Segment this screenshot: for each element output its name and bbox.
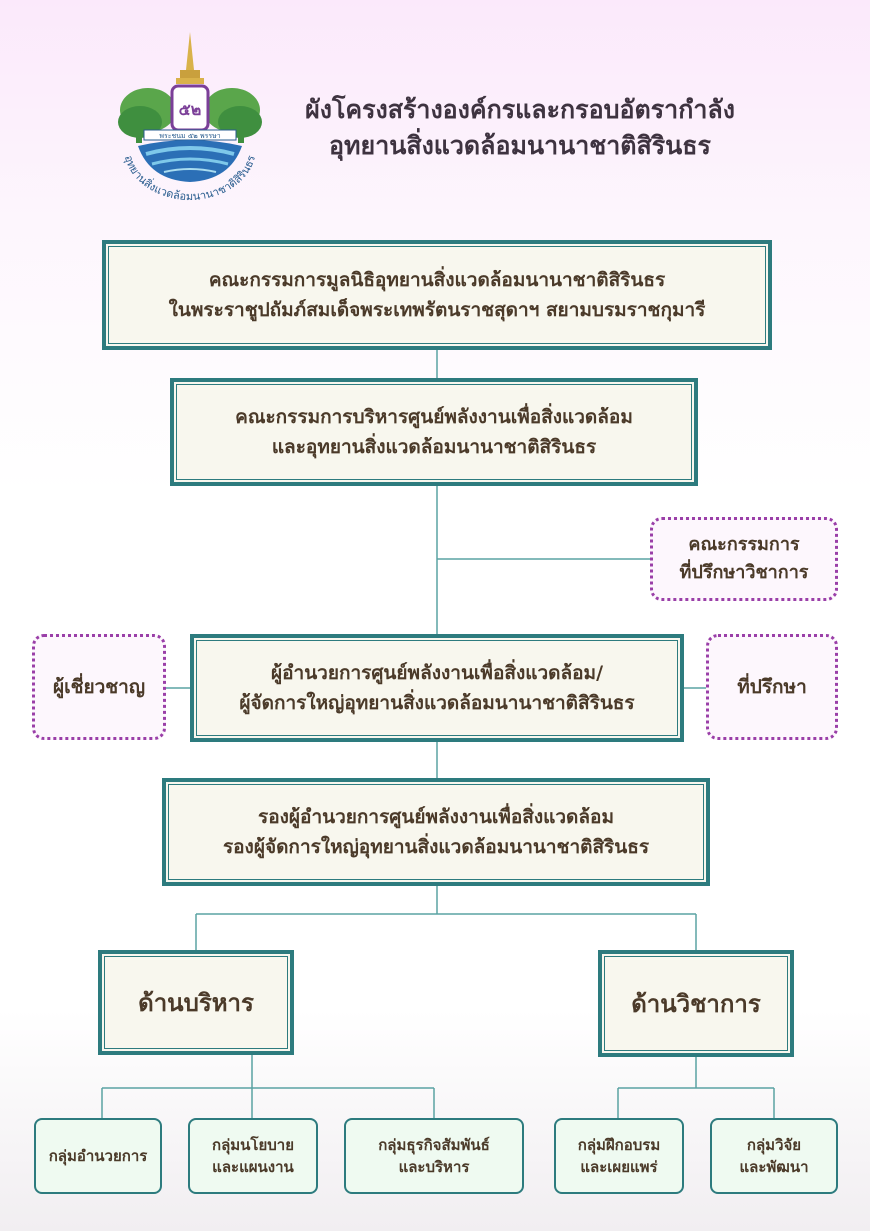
park-logo: ๕๒ พระชนม ๕๒ พรรษา อุทยานสิ่งแวดล้อมนานา… xyxy=(110,30,270,210)
group-3-line-1: กลุ่มธุรกิจสัมพันธ์ xyxy=(378,1136,490,1154)
director-box: ผู้อำนวยการศูนย์พลังงานเพื่อสิ่งแวดล้อม/… xyxy=(190,634,684,742)
advisor-box: ที่ปรึกษา xyxy=(706,634,838,740)
chart-title: ผังโครงสร้างองค์กรและกรอบอัตรากำลัง อุทย… xyxy=(260,92,780,164)
title-line-2: อุทยานสิ่งแวดล้อมนานาชาติสิรินธร xyxy=(329,131,711,160)
group-box-research-development: กลุ่มวิจัย และพัฒนา xyxy=(710,1118,838,1194)
group-1-line-1: กลุ่มอำนวยการ xyxy=(48,1147,148,1165)
group-5-line-1: กลุ่มวิจัย xyxy=(746,1136,802,1154)
expert-box: ผู้เชี่ยวชาญ xyxy=(32,634,166,740)
group-4-line-1: กลุ่มฝึกอบรม xyxy=(577,1136,661,1154)
executive-committee-line-2: และอุทยานสิ่งแวดล้อมนานาชาติสิรินธร xyxy=(271,436,597,458)
executive-committee-box: คณะกรรมการบริหารศูนย์พลังงานเพื่อสิ่งแวด… xyxy=(170,378,698,486)
foundation-committee-line-1: คณะกรรมการมูลนิธิอุทยานสิ่งแวดล้อมนานาชา… xyxy=(208,269,666,291)
deputy-director-line-2: รองผู้จัดการใหญ่อุทยานสิ่งแวดล้อมนานาชาต… xyxy=(222,836,650,858)
administration-label: ด้านบริหาร xyxy=(138,988,254,1017)
academic-advisory-line-1: คณะกรรมการ xyxy=(688,534,800,555)
foundation-committee-box: คณะกรรมการมูลนิธิอุทยานสิ่งแวดล้อมนานาชา… xyxy=(102,240,772,350)
academic-advisory-line-2: ที่ปรึกษาวิชาการ xyxy=(679,562,809,583)
title-line-1: ผังโครงสร้างองค์กรและกรอบอัตรากำลัง xyxy=(305,95,735,124)
academic-box: ด้านวิชาการ xyxy=(598,950,794,1057)
director-line-2: ผู้จัดการใหญ่อุทยานสิ่งแวดล้อมนานาชาติสิ… xyxy=(239,692,635,714)
logo-emblem-text: ๕๒ xyxy=(179,100,202,119)
group-5-line-2: และพัฒนา xyxy=(739,1158,809,1176)
foundation-committee-line-2: ในพระราชูปถัมภ์สมเด็จพระเทพรัตนราชสุดาฯ … xyxy=(168,299,706,321)
group-4-line-2: และเผยแพร่ xyxy=(580,1158,658,1176)
administration-box: ด้านบริหาร xyxy=(98,950,294,1055)
group-box-business-relations: กลุ่มธุรกิจสัมพันธ์ และบริหาร xyxy=(344,1118,524,1194)
expert-label: ผู้เชี่ยวชาญ xyxy=(52,676,146,698)
group-3-line-2: และบริหาร xyxy=(398,1158,470,1176)
group-2-line-2: และแผนงาน xyxy=(212,1158,294,1176)
logo-ribbon-text: พระชนม ๕๒ พรรษา xyxy=(159,132,220,140)
director-line-1: ผู้อำนวยการศูนย์พลังงานเพื่อสิ่งแวดล้อม/ xyxy=(270,662,604,684)
group-box-policy-planning: กลุ่มนโยบาย และแผนงาน xyxy=(188,1118,318,1194)
executive-committee-line-1: คณะกรรมการบริหารศูนย์พลังงานเพื่อสิ่งแวด… xyxy=(235,406,633,428)
group-2-line-1: กลุ่มนโยบาย xyxy=(212,1136,294,1154)
academic-label: ด้านวิชาการ xyxy=(631,989,761,1018)
deputy-director-box: รองผู้อำนวยการศูนย์พลังงานเพื่อสิ่งแวดล้… xyxy=(162,778,710,886)
group-box-training-dissemination: กลุ่มฝึกอบรม และเผยแพร่ xyxy=(554,1118,684,1194)
academic-advisory-committee-box: คณะกรรมการ ที่ปรึกษาวิชาการ xyxy=(650,517,838,601)
group-box-general-administration: กลุ่มอำนวยการ xyxy=(34,1118,162,1194)
deputy-director-line-1: รองผู้อำนวยการศูนย์พลังงานเพื่อสิ่งแวดล้… xyxy=(258,806,614,828)
advisor-label: ที่ปรึกษา xyxy=(737,676,807,698)
